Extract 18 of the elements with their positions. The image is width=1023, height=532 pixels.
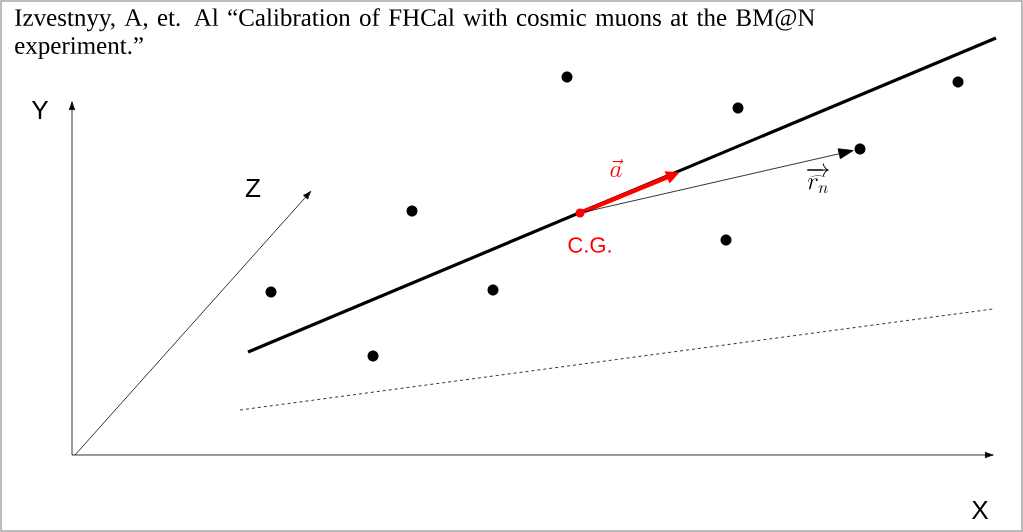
- axis-label: Z: [245, 179, 261, 197]
- data-point: [561, 71, 573, 83]
- data-point: [732, 102, 744, 114]
- data-point: [952, 76, 964, 88]
- edge-label: $\vec{a}$: [608, 158, 624, 178]
- edge-label: $\overrightarrow{\widehat{r_n}}$: [804, 163, 832, 194]
- axis-label: X: [971, 501, 989, 519]
- caption: Izvestnyy, A, et. Al “Calibration of FHCal with cosmic muons at the BM@N experiment.”: [15, 8, 815, 60]
- data-point: [854, 143, 866, 155]
- data-point: [487, 284, 499, 296]
- point-label: C.G.: [568, 237, 611, 253]
- data-point: [720, 234, 732, 246]
- center-point: [575, 208, 585, 218]
- data-point: [406, 205, 418, 217]
- data-point: [367, 350, 379, 362]
- data-point: [265, 286, 277, 298]
- axis-label: Y: [31, 101, 49, 119]
- arrow: [584, 148, 854, 213]
